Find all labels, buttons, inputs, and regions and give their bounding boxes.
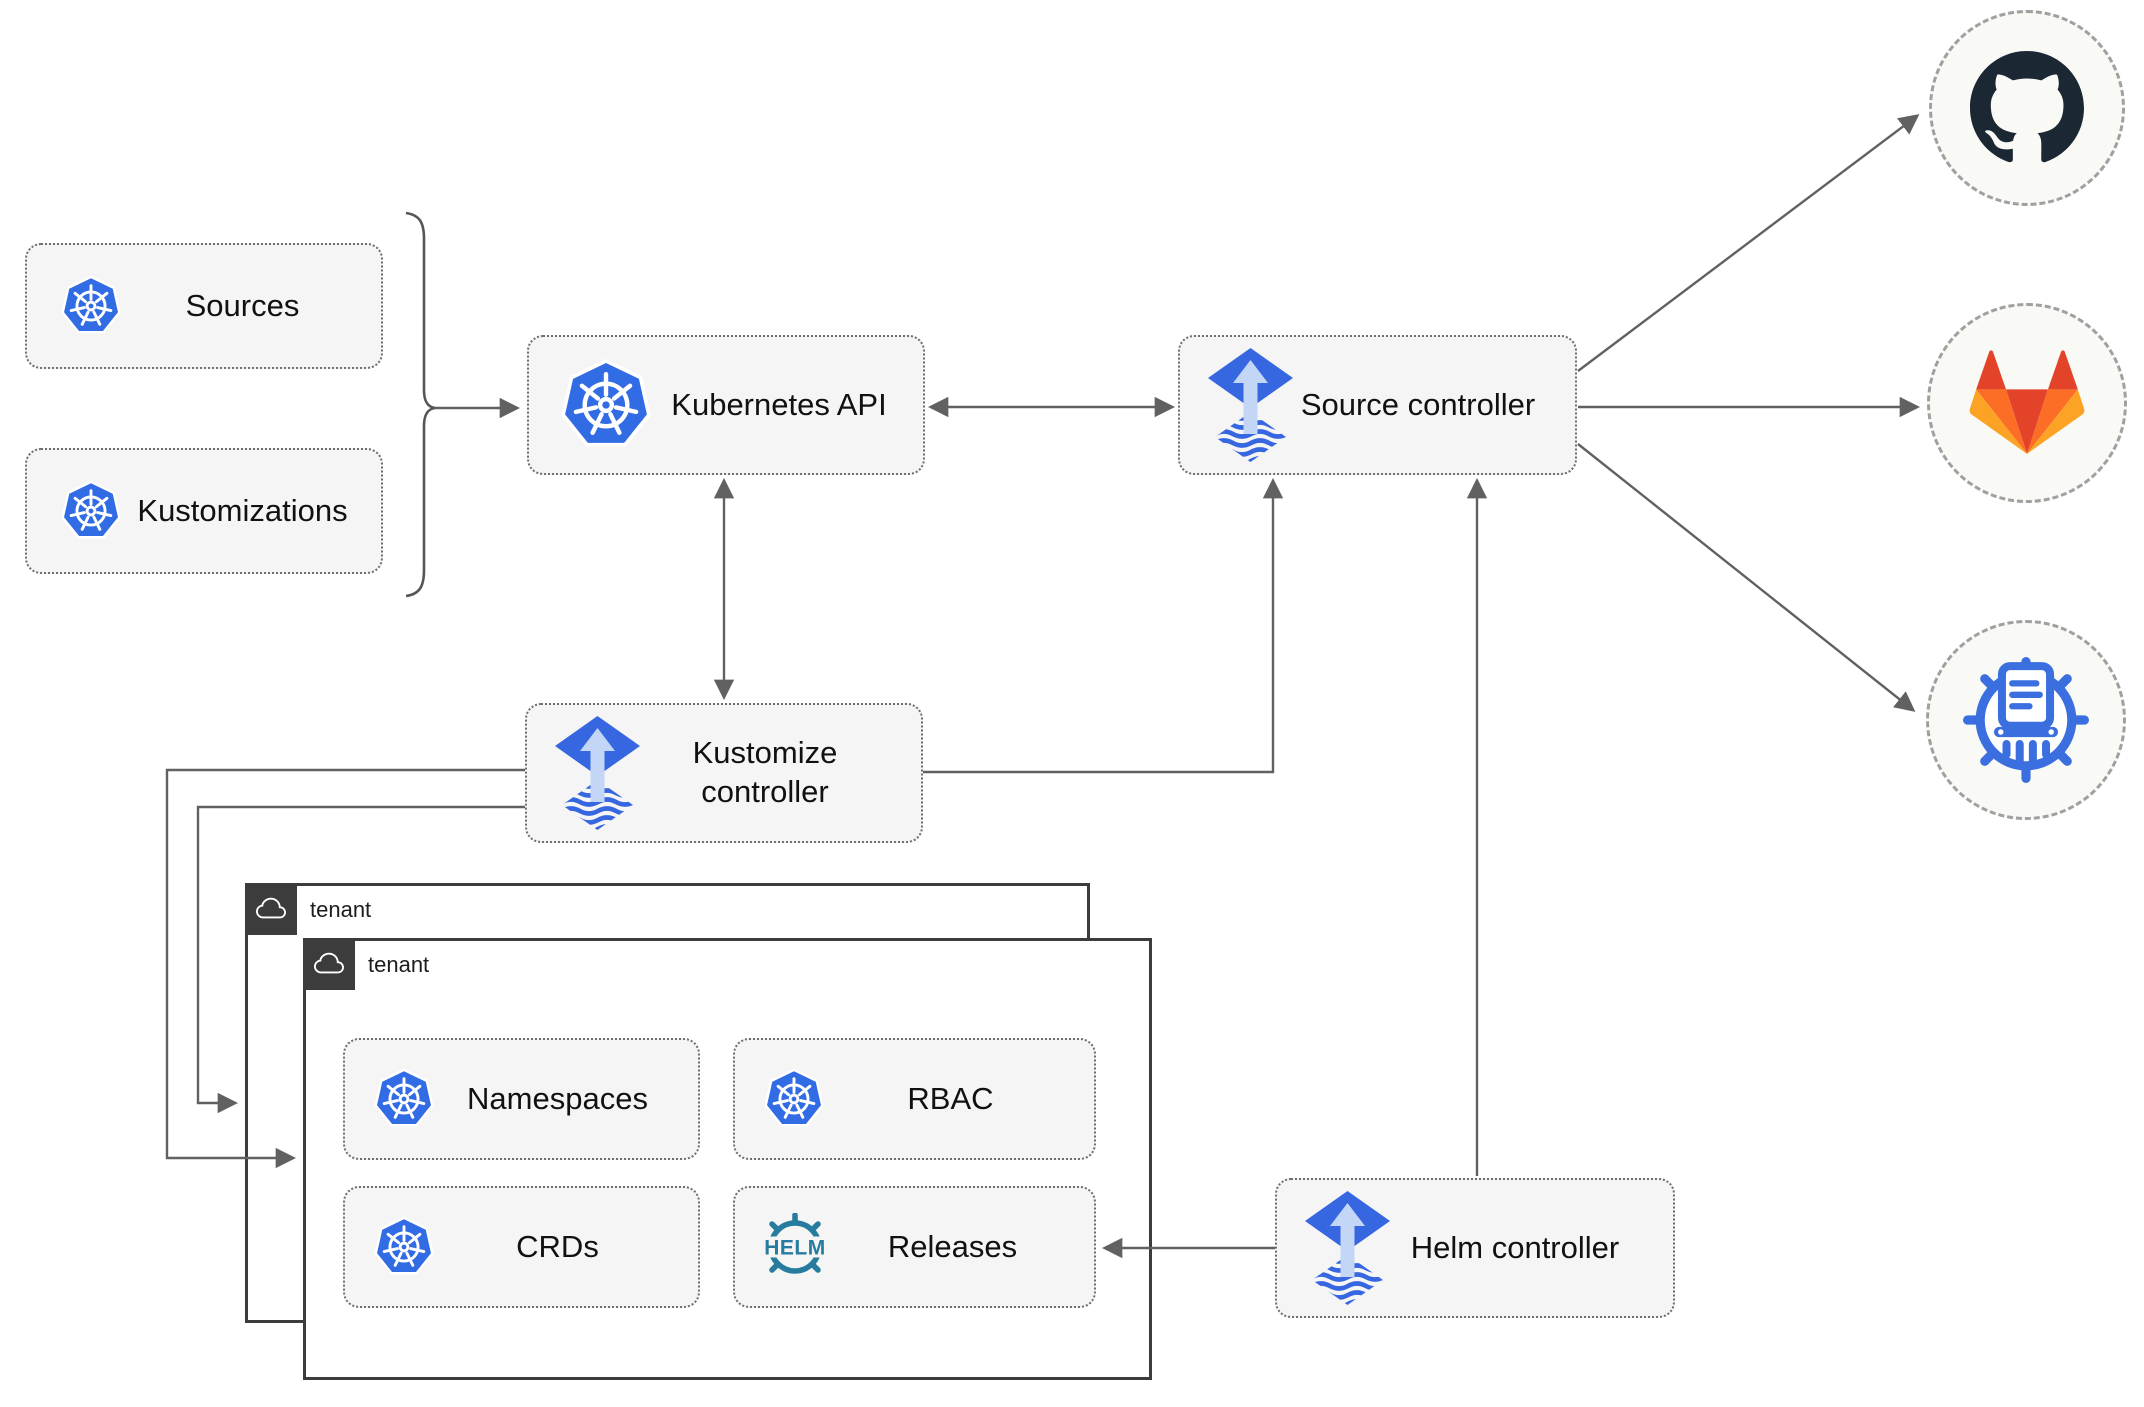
tenant-back-tab <box>245 883 297 935</box>
tenant-front-tab <box>303 938 355 990</box>
flux-icon <box>1180 348 1293 463</box>
node-label: RBAC <box>907 1080 994 1116</box>
namespaces-node: Namespaces <box>343 1038 700 1160</box>
kubernetes-icon <box>27 273 122 339</box>
node-label: Namespaces <box>467 1080 648 1116</box>
tenant-back-label: tenant <box>310 897 372 922</box>
kubernetes-icon <box>345 1066 435 1132</box>
kubernetes-icon <box>27 478 122 544</box>
node-label: Kustomize controller <box>692 735 838 809</box>
node-label: Kubernetes API <box>671 386 887 422</box>
node-label: Kustomizations <box>137 492 348 528</box>
tenant-box-front: tenant Namespaces RBAC CRDs Releases <box>303 938 1152 1380</box>
brace-sources-group <box>405 211 436 598</box>
sources-node: Sources <box>25 243 383 369</box>
github-icon <box>1970 51 2084 165</box>
chartmuseum-icon <box>1963 657 2089 783</box>
cloud-icon <box>314 949 344 979</box>
arrow-kustomize-to-source <box>923 477 1284 774</box>
node-label: Helm controller <box>1410 1229 1620 1265</box>
rbac-node: RBAC <box>733 1038 1096 1160</box>
gitlab-endpoint <box>1927 303 2127 503</box>
flux-icon <box>1277 1191 1390 1306</box>
tenant-front-label: tenant <box>368 952 430 977</box>
gitlab-icon <box>1968 349 2086 457</box>
cloud-icon <box>256 894 286 924</box>
node-label: CRDs <box>516 1228 599 1264</box>
arrow-source-to-github <box>1577 114 1920 372</box>
kubernetes-api-node: Kubernetes API <box>527 335 925 475</box>
source-controller-node: Source controller <box>1178 335 1577 475</box>
kubernetes-icon <box>345 1214 435 1280</box>
kubernetes-icon <box>529 355 653 455</box>
arrow-source-to-chart-repository <box>1577 443 1916 712</box>
helm-controller-node: Helm controller <box>1275 1178 1675 1318</box>
node-label: Source controller <box>1300 386 1536 422</box>
flux-icon <box>527 716 640 831</box>
kustomize-controller-node: Kustomize controller <box>525 703 923 843</box>
node-label: Sources <box>185 287 300 323</box>
releases-node: Releases <box>733 1186 1096 1308</box>
chart-repository-endpoint <box>1926 620 2126 820</box>
helm-icon <box>735 1213 829 1281</box>
github-endpoint <box>1929 10 2125 206</box>
node-label: Releases <box>887 1228 1018 1264</box>
kubernetes-icon <box>735 1066 825 1132</box>
kustomizations-node: Kustomizations <box>25 448 383 574</box>
crds-node: CRDs <box>343 1186 700 1308</box>
